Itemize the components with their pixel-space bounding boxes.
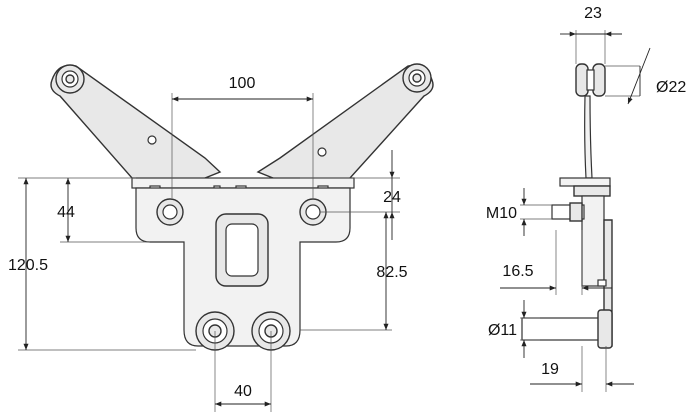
dim-100: 100 xyxy=(229,75,256,92)
side-dimensions: 23 Ø22 M10 16.5 Ø11 19 xyxy=(486,5,686,392)
dim-23: 23 xyxy=(584,5,602,22)
left-arm-pin-hole xyxy=(147,135,157,145)
dim-16-5: 16.5 xyxy=(502,263,533,280)
side-bottom-roller xyxy=(521,317,607,341)
side-body xyxy=(581,195,605,287)
dim-m10: M10 xyxy=(486,205,517,222)
dim-120-5: 120.5 xyxy=(8,257,48,274)
dim-dia11: Ø11 xyxy=(488,322,517,339)
side-view xyxy=(521,63,613,349)
dim-19: 19 xyxy=(541,361,559,378)
side-top-roller-right xyxy=(592,63,606,97)
dim-40: 40 xyxy=(234,383,252,400)
right-arm-pin-hole xyxy=(317,147,327,157)
left-side-bushing xyxy=(156,198,184,226)
dim-82-5: 82.5 xyxy=(376,264,407,281)
front-view xyxy=(50,63,434,351)
side-top-bracket xyxy=(559,177,611,187)
dim-44: 44 xyxy=(57,204,75,221)
side-top-roller-left xyxy=(575,63,589,97)
left-top-roller xyxy=(55,64,85,94)
right-top-roller xyxy=(402,63,432,93)
side-arm xyxy=(584,95,593,179)
dim-24: 24 xyxy=(383,189,401,206)
center-slot-inner xyxy=(225,223,259,277)
front-dimensions: 100 24 44 120.5 82.5 40 xyxy=(8,75,408,412)
dim-dia22: Ø22 xyxy=(656,79,686,96)
